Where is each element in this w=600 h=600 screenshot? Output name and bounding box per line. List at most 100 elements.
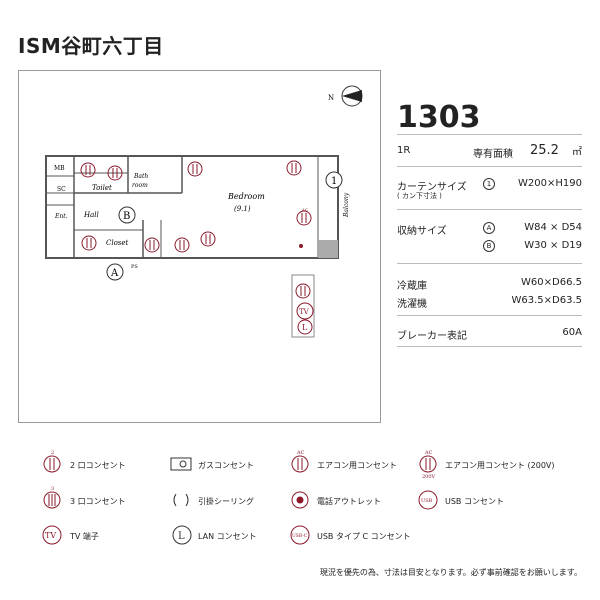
legend-tv-label: TV xyxy=(45,531,56,540)
legend-outlet3: 3 口コンセント xyxy=(70,497,126,506)
svg-text:B: B xyxy=(123,211,130,222)
legend-3-label: 3 xyxy=(51,486,54,492)
storage-a-marker: A xyxy=(483,222,495,234)
divider xyxy=(397,134,582,135)
phone-outlet-icon xyxy=(291,491,309,509)
marker-1: 1 xyxy=(325,171,343,189)
label-toilet: Toilet xyxy=(92,184,112,192)
legend-lan: LAN コンセント xyxy=(198,532,257,541)
legend-200v-label: 200V xyxy=(422,474,436,480)
legend-ceiling: 引掛シーリング xyxy=(198,497,254,506)
legend-usb-label: USB xyxy=(421,498,433,504)
tv-terminal-icon xyxy=(42,525,62,545)
label-bedroom-size: (9.1) xyxy=(234,205,251,213)
legend-phone: 電話アウトレット xyxy=(317,497,381,506)
area-unit: ㎡ xyxy=(572,147,582,158)
legend-2-label: 2 xyxy=(51,450,54,456)
svg-text:A: A xyxy=(110,268,119,279)
breaker-label: ブレーカー表記 xyxy=(397,331,467,342)
ac-200v-outlet-icon xyxy=(419,455,437,473)
room-type: 1R xyxy=(397,145,411,156)
storage-b-marker: B xyxy=(483,240,495,252)
legend-ac-label: AC xyxy=(296,450,305,456)
legend-ac: エアコン用コンセント xyxy=(317,461,397,470)
label-balcony: Balcony xyxy=(343,192,350,218)
svg-text:TV: TV xyxy=(299,308,310,316)
legend-tv: TV 端子 xyxy=(70,532,99,541)
storage-label: 収納サイズ xyxy=(397,226,447,237)
label-ent: Ent. xyxy=(54,213,68,220)
legend-usb: USB コンセント xyxy=(445,497,504,506)
curtain-value: W200×H190 xyxy=(518,178,582,189)
legend-icons: 2 3 AC AC 200V USB TV L USB-C xyxy=(42,450,438,545)
divider xyxy=(397,315,582,316)
label-ps: PS xyxy=(131,264,138,270)
legend-outlet2: 2 口コンセント xyxy=(70,461,126,470)
usb-c-outlet-icon xyxy=(290,525,310,545)
spec-row-fridge: 冷蔵庫 W60×D66.5 xyxy=(397,277,582,292)
outlet-icon xyxy=(295,283,311,299)
washer-value: W63.5×D63.5 xyxy=(511,295,583,306)
divider xyxy=(397,263,582,264)
label-sc: SC xyxy=(57,186,66,193)
label-room: room xyxy=(132,182,148,189)
ac-outlet-icon xyxy=(291,455,309,473)
label-bedroom: Bedroom xyxy=(227,192,265,201)
legend-ac200: エアコン用コンセント (200V) xyxy=(445,461,555,470)
curtain-marker: 1 xyxy=(483,178,495,190)
outlet-icon xyxy=(144,237,160,253)
washer-label: 洗濯機 xyxy=(397,299,427,310)
ac-label: AC xyxy=(301,207,308,212)
label-closet: Closet xyxy=(106,239,129,247)
phone-outlet-icon xyxy=(299,244,303,248)
legend-gas: ガスコンセント xyxy=(198,461,254,470)
legend-ac200-label: AC xyxy=(424,450,433,456)
label-bath: Bath xyxy=(133,173,148,180)
outlet-icon xyxy=(174,237,190,253)
outlet-2-icon xyxy=(43,455,61,473)
fridge-value: W60×D66.5 xyxy=(521,277,582,288)
outlet-icon xyxy=(286,160,302,176)
outlet-icon xyxy=(187,161,203,177)
divider xyxy=(397,166,582,167)
divider xyxy=(397,346,582,347)
outlet-icon xyxy=(81,235,97,251)
room-number: 1303 xyxy=(397,100,481,135)
gas-outlet-icon xyxy=(170,457,192,471)
tv-terminal-icon: TV xyxy=(296,302,314,320)
outlet-3-icon xyxy=(43,491,61,509)
area-label: 専有面積 xyxy=(473,149,513,160)
spec-row-area: 1R 専有面積 25.2 ㎡ xyxy=(397,143,582,160)
label-mb: MB xyxy=(54,165,65,172)
legend-usbc: USB タイプ C コンセント xyxy=(317,532,411,541)
north-label: N xyxy=(328,94,334,102)
lan-outlet-icon: L xyxy=(297,319,313,335)
usb-outlet-icon xyxy=(418,490,438,510)
floor-plan: N MB Toilet Bath room SC Ent. Hall Close… xyxy=(45,85,363,338)
ac-outlet-icon xyxy=(296,210,312,226)
storage-b-value: W30 × D19 xyxy=(524,240,582,251)
north-arrow-icon: N xyxy=(328,85,363,107)
outlet-icon xyxy=(80,162,96,178)
spec-row-storage-a: 収納サイズ A W84 × D54 xyxy=(397,222,582,237)
label-hall: Hall xyxy=(83,211,99,219)
svg-text:1: 1 xyxy=(331,176,337,187)
floor-plan-frame xyxy=(18,70,381,423)
storage-a-value: W84 × D54 xyxy=(524,222,582,233)
disclaimer-note: 現況を優先の為、寸法は目安となります。必ず事前確認をお願いします。 xyxy=(319,568,582,577)
spec-row-curtain: カーテンサイズ 1 W200×H190 xyxy=(397,178,582,193)
property-title: ISM谷町六丁目 xyxy=(18,34,164,58)
outlet-icon xyxy=(200,231,216,247)
marker-a: A xyxy=(106,263,124,281)
fridge-label: 冷蔵庫 xyxy=(397,281,427,292)
spec-row-washer: 洗濯機 W63.5×D63.5 xyxy=(397,295,582,310)
divider xyxy=(397,209,582,210)
marker-b: B xyxy=(118,206,136,224)
curtain-sub: ( カン下寸法 ) xyxy=(397,192,442,200)
curtain-label: カーテンサイズ xyxy=(397,182,467,193)
legend-lan-label: L xyxy=(178,531,185,542)
ceiling-hook-icon xyxy=(173,493,189,507)
area-value: 25.2 xyxy=(530,143,559,158)
breaker-value: 60A xyxy=(562,327,582,338)
legend-usbc-label: USB-C xyxy=(292,533,308,539)
